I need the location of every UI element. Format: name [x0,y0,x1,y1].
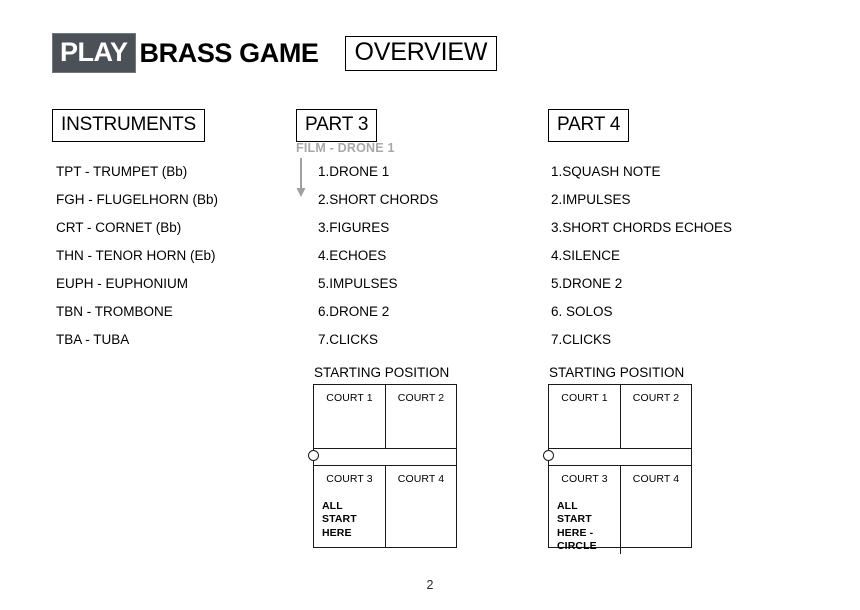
court-label: COURT 3 [326,473,373,485]
list-item: 4.SILENCE [551,248,621,263]
court-corridor [543,448,691,466]
court-label: COURT 4 [397,473,445,485]
part4-list: 1.SQUASH NOTE 2.IMPULSES 3.SHORT CHORDS … [551,158,732,354]
court-cell: COURT 4 [621,466,691,554]
court-cell: COURT 1 [549,385,621,448]
list-item: 1.DRONE 1 [318,164,390,179]
list-item: 5.DRONE 2 [551,276,623,291]
list-item: 4.ECHOES [318,248,387,263]
list-item: CRT - CORNET (Bb) [56,220,182,235]
starting-position-label-part3: STARTING POSITION [314,365,450,380]
start-circle-icon [308,450,319,461]
court-label: COURT 2 [397,392,445,404]
court-label: COURT 4 [632,473,680,485]
section-heading-instruments: INSTRUMENTS [52,109,206,142]
court-label: COURT 3 [561,473,608,485]
list-item: TPT - TRUMPET (Bb) [56,164,188,179]
court-cell: COURT 2 [621,385,691,448]
instruments-list: TPT - TRUMPET (Bb) FGH - FLUGELHORN (Bb)… [56,158,218,354]
part3-list: 1.DRONE 1 2.SHORT CHORDS 3.FIGURES 4.ECH… [318,158,438,354]
list-item: 3.SHORT CHORDS ECHOES [551,220,733,235]
court-label: COURT 1 [326,392,373,404]
overview-label: OVERVIEW [344,35,498,71]
page-number: 2 [426,578,434,592]
list-item: 5.IMPULSES [318,276,398,291]
section-heading-part3: PART 3 [296,109,378,142]
list-item: 7.CLICKS [318,332,379,347]
page-header: PLAY BRASS GAME OVERVIEW [52,33,498,73]
film-annotation: FILM - DRONE 1 [296,141,395,155]
court-row: COURT 1 COURT 2 [549,385,691,448]
list-item: TBA - TUBA [56,332,130,347]
list-item: 2.SHORT CHORDS [318,192,439,207]
court-row: COURT 1 COURT 2 [314,385,456,448]
list-item: 2.IMPULSES [551,192,631,207]
court-label: COURT 2 [632,392,680,404]
court-cell: COURT 2 [386,385,456,448]
court-cell: COURT 4 [386,466,456,547]
list-item: 3.FIGURES [318,220,390,235]
start-circle-icon [543,450,554,461]
list-item: TBN - TROMBONE [56,304,173,319]
list-item: 1.SQUASH NOTE [551,164,661,179]
page-title: BRASS GAME [139,37,319,68]
play-badge: PLAY [52,33,136,73]
list-item: 6.DRONE 2 [318,304,390,319]
section-heading-part4: PART 4 [548,109,630,142]
list-item: 7.CLICKS [551,332,612,347]
starting-position-label-part4: STARTING POSITION [549,365,685,380]
arrow-down-icon [296,158,306,197]
list-item: THN - TENOR HORN (Eb) [56,248,216,263]
court-cell: COURT 1 [314,385,386,448]
court-label: COURT 1 [561,392,608,404]
list-item: FGH - FLUGELHORN (Bb) [56,192,219,207]
court-corridor [308,448,456,466]
list-item: 6. SOLOS [551,304,613,319]
list-item: EUPH - EUPHONIUM [56,276,189,291]
